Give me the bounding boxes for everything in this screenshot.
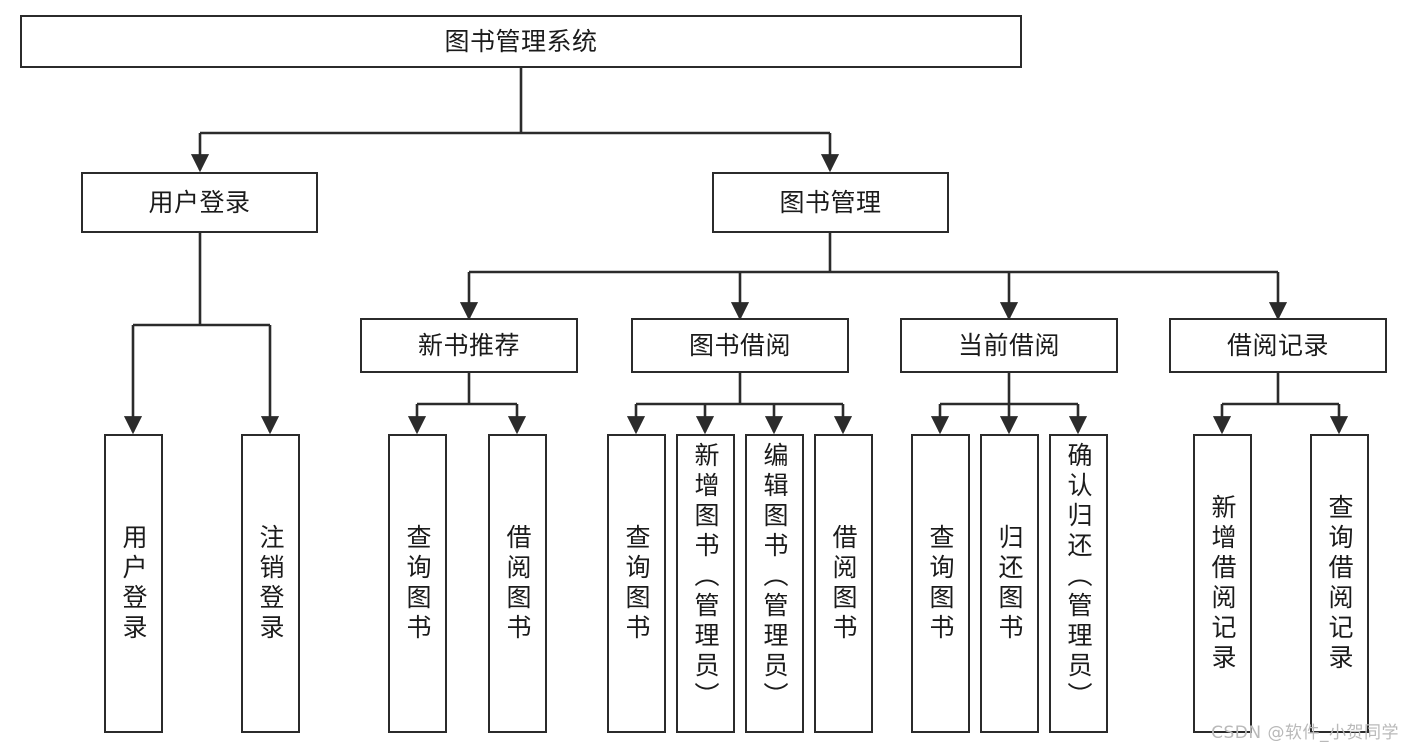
node-label: 借阅图书: [829, 523, 858, 644]
vertical-text-wrap: 归还图书: [982, 436, 1037, 731]
node-label: 查询图书: [403, 523, 432, 644]
leaf-borrow-query-books[interactable]: 查询图书: [607, 434, 666, 733]
node-book-management[interactable]: 图书管理: [712, 172, 949, 233]
leaf-records-add-record[interactable]: 新增借阅记录: [1193, 434, 1252, 733]
vertical-text-wrap: 借阅图书: [816, 436, 871, 731]
vertical-text-wrap: 编辑图书（管理员）: [747, 436, 802, 731]
node-root-book-management-system[interactable]: 图书管理系统: [20, 15, 1022, 68]
vertical-text-wrap: 用户登录: [106, 436, 161, 731]
leaf-user-login-sign-in[interactable]: 用户登录: [104, 434, 163, 733]
vertical-text-wrap: 注销登录: [243, 436, 298, 731]
leaf-user-login-sign-out[interactable]: 注销登录: [241, 434, 300, 733]
node-borrowing-records[interactable]: 借阅记录: [1169, 318, 1387, 373]
leaf-borrow-borrow-books[interactable]: 借阅图书: [814, 434, 873, 733]
node-label: 图书借阅: [688, 331, 791, 360]
leaf-current-query-books[interactable]: 查询图书: [911, 434, 970, 733]
node-label: 新增图书（管理员）: [691, 442, 720, 712]
node-label: 图书管理: [779, 188, 882, 217]
leaf-current-confirm-return-admin[interactable]: 确认归还（管理员）: [1049, 434, 1108, 733]
node-label: 借阅图书: [503, 523, 532, 644]
node-label: 用户登录: [119, 523, 148, 644]
vertical-text-wrap: 查询借阅记录: [1312, 436, 1367, 731]
vertical-text-wrap: 查询图书: [390, 436, 445, 731]
node-label: 当前借阅: [957, 331, 1060, 360]
vertical-text-wrap: 查询图书: [913, 436, 968, 731]
node-user-login[interactable]: 用户登录: [81, 172, 318, 233]
node-new-book-recommendation[interactable]: 新书推荐: [360, 318, 578, 373]
leaf-records-query-record[interactable]: 查询借阅记录: [1310, 434, 1369, 733]
node-label: 编辑图书（管理员）: [760, 442, 789, 712]
leaf-new-book-query-books[interactable]: 查询图书: [388, 434, 447, 733]
leaf-borrow-edit-book-admin[interactable]: 编辑图书（管理员）: [745, 434, 804, 733]
vertical-text-wrap: 新增借阅记录: [1195, 436, 1250, 731]
node-label: 用户登录: [148, 188, 251, 217]
node-current-borrowing[interactable]: 当前借阅: [900, 318, 1118, 373]
leaf-new-book-borrow-books[interactable]: 借阅图书: [488, 434, 547, 733]
node-label: 图书管理系统: [444, 27, 598, 56]
vertical-text-wrap: 借阅图书: [490, 436, 545, 731]
node-label: 归还图书: [995, 523, 1024, 644]
leaf-borrow-add-book-admin[interactable]: 新增图书（管理员）: [676, 434, 735, 733]
csdn-watermark: CSDN @软件_小贺同学: [1211, 723, 1399, 743]
node-book-borrowing[interactable]: 图书借阅: [631, 318, 849, 373]
vertical-text-wrap: 新增图书（管理员）: [678, 436, 733, 731]
node-label: 确认归还（管理员）: [1064, 442, 1093, 712]
node-label: 查询图书: [926, 523, 955, 644]
vertical-text-wrap: 确认归还（管理员）: [1051, 436, 1106, 731]
node-label: 注销登录: [256, 523, 285, 644]
node-label: 查询借阅记录: [1325, 493, 1354, 674]
node-label: 新书推荐: [417, 331, 520, 360]
node-label: 新增借阅记录: [1208, 493, 1237, 674]
vertical-text-wrap: 查询图书: [609, 436, 664, 731]
node-label: 借阅记录: [1226, 331, 1329, 360]
leaf-current-return-books[interactable]: 归还图书: [980, 434, 1039, 733]
node-label: 查询图书: [622, 523, 651, 644]
